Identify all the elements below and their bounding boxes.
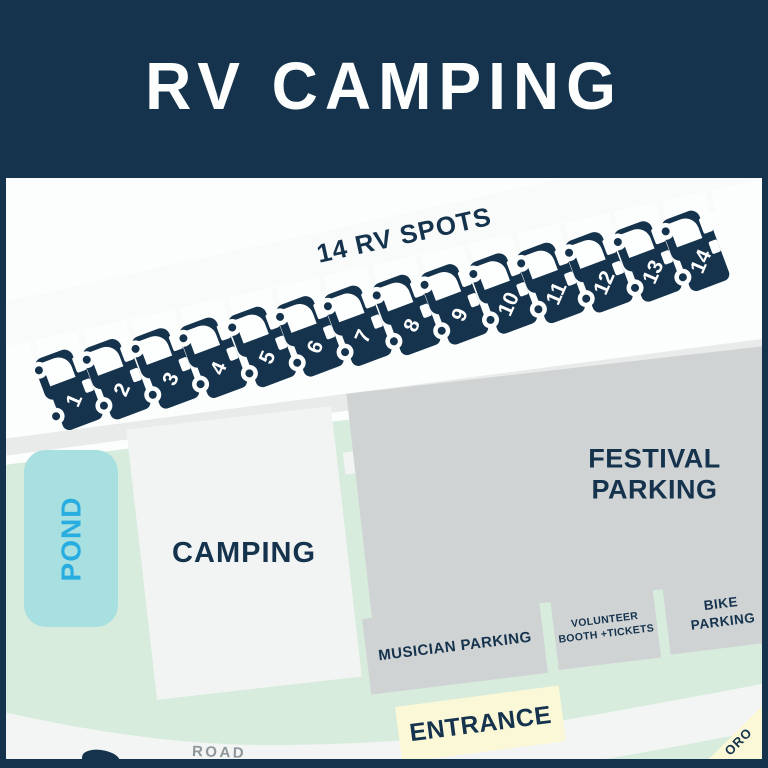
rv-icon: 8 <box>363 264 450 367</box>
rv-spot-icon: 6 <box>271 287 349 386</box>
partial-vehicle-icon <box>81 748 121 768</box>
rv-vehicle-icon <box>657 210 730 292</box>
site-map: 14 RV SPOTS <box>0 172 768 768</box>
zone-pond: POND <box>24 450 118 627</box>
rv-spot-icon: 9 <box>416 255 494 354</box>
rv-icon: 13 <box>604 210 691 313</box>
festival-parking-label: FESTIVAL PARKING <box>588 443 721 505</box>
rv-vehicle-icon <box>319 285 392 366</box>
volunteer-booth-label: VOLUNTEER BOOTH +TICKETS <box>557 609 655 646</box>
entrance-label: ENTRANCE <box>407 700 554 747</box>
rv-spot-icon: 1 <box>30 341 108 440</box>
rv-vehicle-icon <box>609 221 682 302</box>
rv-spot-icon: 5 <box>223 298 301 397</box>
road-label: ROAD <box>191 743 247 762</box>
rv-icon: 14 <box>652 199 739 302</box>
rv-icon: 4 <box>170 306 257 409</box>
rv-spot-icon: 8 <box>368 266 446 365</box>
camping-label: CAMPING <box>172 536 316 569</box>
rv-spot-icon: 2 <box>78 330 156 429</box>
rv-vehicle-icon <box>368 274 441 356</box>
rv-spot-icon: 11 <box>512 234 590 333</box>
rv-vehicle-icon <box>30 349 103 431</box>
rv-icon: 6 <box>266 285 353 388</box>
corner-road-label: ORO <box>721 724 756 759</box>
rv-icon: 9 <box>411 253 498 356</box>
zone-entrance: ENTRANCE <box>395 685 566 763</box>
rv-spot-icon: 3 <box>126 319 204 418</box>
rv-vehicle-icon <box>223 306 296 388</box>
zone-camping: CAMPING <box>126 406 362 700</box>
rv-vehicle-icon <box>126 328 199 409</box>
rv-icon: 1 <box>25 338 112 441</box>
rv-vehicle-icon <box>512 242 585 324</box>
pond-label: POND <box>55 496 86 581</box>
rv-spot-icon: 14 <box>657 202 735 301</box>
rv-icon: 3 <box>122 317 209 420</box>
zone-bike-parking: BIKE PARKING <box>662 571 768 655</box>
rv-vehicle-icon <box>78 338 151 420</box>
rv-vehicle-icon <box>271 296 344 377</box>
rv-spot-icon: 13 <box>609 212 687 311</box>
rv-icon: 2 <box>73 328 160 431</box>
rv-icon: 5 <box>218 296 305 399</box>
page-title: RV CAMPING <box>145 48 623 124</box>
musician-parking-label: MUSICIAN PARKING <box>377 628 533 664</box>
rv-icon: 7 <box>315 274 402 377</box>
header: RV CAMPING <box>0 0 768 172</box>
rv-spot-icon: 7 <box>319 277 397 376</box>
rv-icon: 11 <box>508 231 595 334</box>
zone-volunteer-booth: VOLUNTEER BOOTH +TICKETS <box>549 584 662 671</box>
bike-parking-label: BIKE PARKING <box>689 594 757 633</box>
rv-spot-icon: 4 <box>175 309 253 408</box>
rv-vehicle-icon <box>175 317 248 398</box>
rv-vehicle-icon <box>416 264 489 345</box>
